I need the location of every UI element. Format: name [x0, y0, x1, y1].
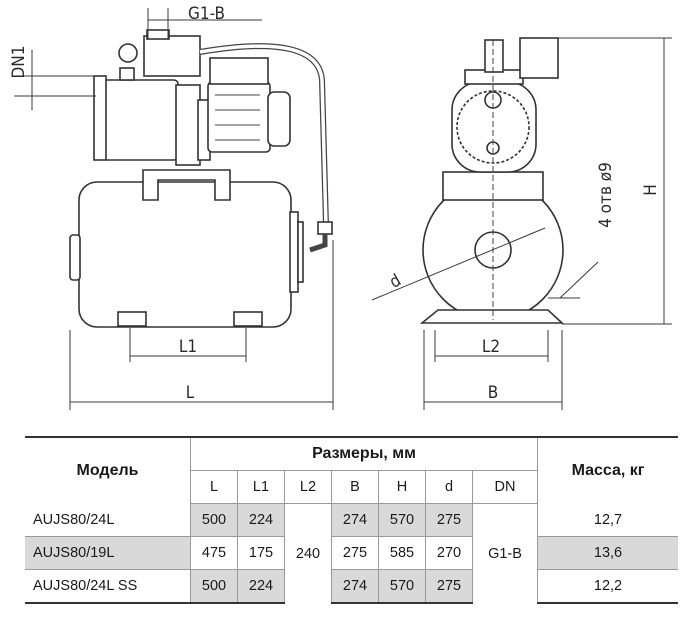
label-l2: L2	[482, 337, 500, 357]
side-view	[69, 29, 333, 328]
front-switch-box	[519, 37, 559, 79]
col-l1: L1	[237, 470, 285, 504]
cell-h: 570	[378, 503, 426, 537]
label-h: H	[641, 184, 661, 196]
label-b: B	[488, 383, 499, 403]
motor-body	[207, 81, 271, 153]
col-b: B	[331, 470, 379, 504]
tank-flange-right	[289, 211, 299, 293]
specs-table: Модель Размеры, мм Масса, кг L L1 L2 B H…	[25, 436, 678, 604]
col-h: H	[378, 470, 426, 504]
front-switch-small	[484, 39, 504, 73]
cell-d: 270	[425, 536, 473, 570]
label-d: d	[386, 271, 404, 293]
cell-b: 274	[331, 503, 379, 537]
cell-d: 275	[425, 503, 473, 537]
cell-l: 475	[190, 536, 238, 570]
cell-model: AUJS80/19L	[25, 536, 191, 570]
hose-inner	[199, 44, 328, 226]
cell-l2-shared: 240	[284, 503, 332, 603]
cell-b: 274	[331, 569, 379, 604]
cell-h: 570	[378, 569, 426, 604]
cell-model: AUJS80/24L SS	[25, 569, 191, 604]
pump-priming-plug	[119, 67, 135, 81]
cell-model: AUJS80/24L	[25, 503, 191, 537]
col-l: L	[190, 470, 238, 504]
foot-right	[233, 311, 263, 327]
pressure-switch	[143, 35, 201, 77]
pump-housing	[102, 79, 179, 161]
label-holes: 4 отв ø9	[596, 162, 616, 228]
cell-l1: 224	[237, 569, 285, 604]
pump-inlet-flange	[93, 75, 107, 161]
cell-h: 585	[378, 536, 426, 570]
pump-drawing: G1-B DN1 L1 L L2 B H d 4 отв ø9	[9, 4, 672, 410]
header-mass: Масса, кг	[537, 436, 678, 504]
cell-l1: 175	[237, 536, 285, 570]
label-l: L	[186, 383, 195, 403]
hose-fitting	[317, 221, 333, 235]
table-row: AUJS80/19L 475 175 275 585 270 13,6	[25, 536, 678, 570]
cell-mass: 12,7	[537, 503, 678, 537]
label-dn1: DN1	[9, 46, 29, 79]
switch-cap	[146, 29, 170, 40]
pressure-gauge	[118, 43, 138, 63]
header-dimensions: Размеры, мм	[190, 436, 538, 471]
pump-bracket	[142, 169, 231, 201]
pump-seal-housing	[175, 84, 201, 166]
cell-dn-shared: G1-B	[472, 503, 538, 603]
col-d: d	[425, 470, 473, 504]
cell-b: 275	[331, 536, 379, 570]
tank-flange-right-2	[297, 221, 304, 283]
table-row: AUJS80/24L SS 500 224 274 570 275 12,2	[25, 569, 678, 604]
cell-l1: 224	[237, 503, 285, 537]
side-tank	[78, 181, 292, 328]
tank-cap-left	[69, 234, 81, 281]
terminal-box	[209, 57, 269, 85]
front-view	[419, 37, 565, 324]
cell-l: 500	[190, 569, 238, 604]
cell-d: 275	[425, 569, 473, 604]
motor-fan-cover	[267, 91, 291, 147]
cell-mass: 13,6	[537, 536, 678, 570]
foot-left	[117, 311, 147, 327]
col-dn: DN	[472, 470, 538, 504]
cell-mass: 12,2	[537, 569, 678, 604]
cell-l: 500	[190, 503, 238, 537]
col-l2: L2	[284, 470, 332, 504]
front-base	[419, 309, 565, 324]
label-l1: L1	[179, 337, 197, 357]
label-g1b: G1-B	[188, 4, 225, 24]
dimension-lines	[14, 8, 672, 410]
table-row: AUJS80/24L 500 224 240 274 570 275 G1-B …	[25, 503, 678, 603]
header-model: Модель	[25, 436, 191, 504]
